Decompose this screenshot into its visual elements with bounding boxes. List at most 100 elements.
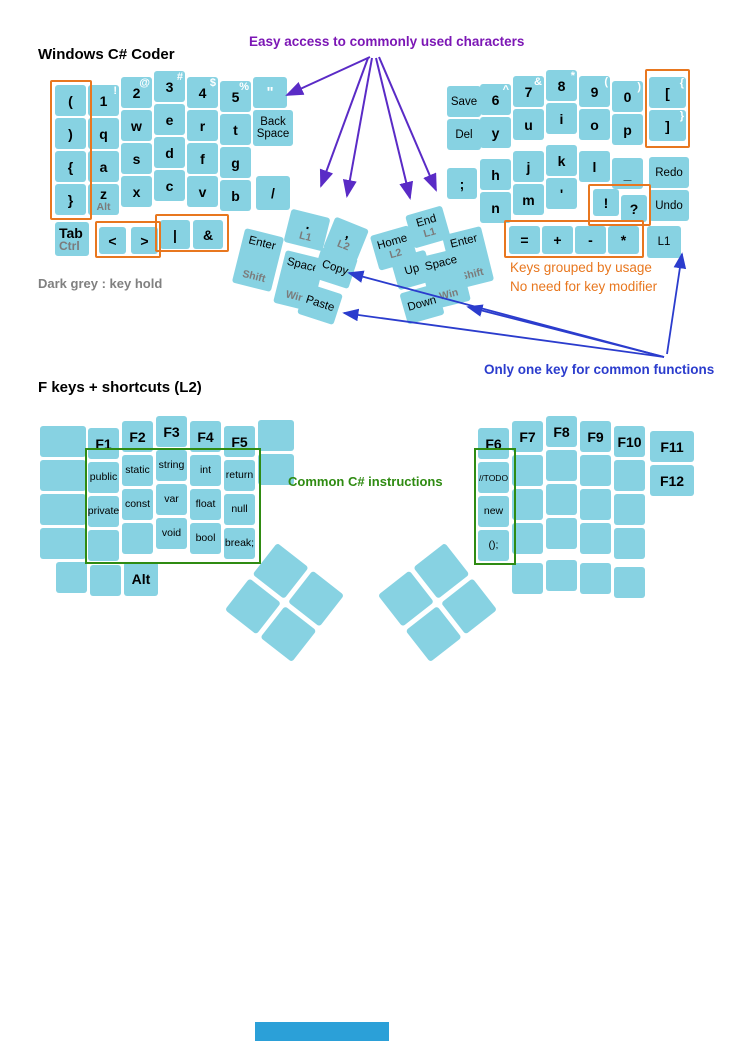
- key-o: o: [579, 109, 610, 140]
- key-del: Del: [447, 119, 481, 150]
- key-label: 0: [623, 88, 632, 105]
- highlight-box-brackets-left: [50, 80, 92, 220]
- key-slash: /: [256, 176, 290, 210]
- highlight-box-excl-quest: [588, 184, 651, 226]
- key-label: 8: [557, 77, 566, 94]
- key-exclamation: !: [593, 189, 619, 216]
- key-e: e: [154, 104, 185, 135]
- blank-key: [512, 455, 543, 486]
- next-figure-fragment: [255, 1022, 389, 1041]
- blank-key: [258, 454, 294, 485]
- highlight-box-csharp-left: [85, 448, 261, 564]
- key-m: m: [513, 184, 544, 215]
- arrow-to-down-key: [466, 304, 665, 358]
- key-label: 4: [198, 84, 207, 101]
- key-paste: Paste: [296, 282, 344, 326]
- key-f4: F4: [190, 421, 221, 452]
- highlight-box-angle-brackets: [95, 221, 161, 258]
- blank-key: [546, 484, 577, 515]
- dark-grey-note: Dark grey : key hold: [38, 276, 163, 291]
- blank-key: [512, 523, 543, 554]
- key-hold-label: L1: [297, 229, 313, 245]
- key-var: var: [156, 484, 187, 515]
- key-l: l: [579, 151, 610, 182]
- key-down: Down: [399, 283, 445, 325]
- key-redo: Redo: [649, 157, 689, 188]
- key-hold-label: Ctrl: [59, 239, 80, 253]
- key-g: g: [220, 147, 251, 178]
- key-return: return: [224, 460, 255, 491]
- key-pipe: |: [160, 220, 190, 249]
- key-7: 7&: [513, 76, 544, 107]
- key-alt: Alt: [124, 562, 158, 596]
- key-lbrace: {: [55, 151, 86, 182]
- key-u: u: [513, 109, 544, 140]
- blank-key: [40, 494, 86, 525]
- highlight-box-brackets-right: [645, 69, 690, 148]
- key-4: 4$: [187, 77, 218, 108]
- key-rbracket: ]}: [649, 110, 686, 141]
- key-shift-label: (: [604, 76, 608, 88]
- key-x: x: [121, 176, 152, 207]
- key-h: h: [480, 159, 511, 190]
- key-w: w: [121, 110, 152, 141]
- key-hold-label: Win: [438, 286, 460, 303]
- key-private: private: [88, 496, 119, 527]
- key-label: .: [304, 215, 313, 233]
- key-int: int: [190, 455, 221, 486]
- highlight-box-math-row: [504, 220, 644, 258]
- key-shift-label: $: [209, 77, 216, 89]
- blank-key: [512, 489, 543, 520]
- key-shift-label: }: [679, 110, 684, 122]
- key-9: 9(: [579, 76, 610, 107]
- key-f10: F10: [614, 426, 645, 457]
- arrow-to-quote-key: [285, 56, 371, 96]
- easy-access-note: Easy access to commonly used characters: [249, 34, 525, 49]
- key-label: Enter: [247, 234, 277, 253]
- key-doublequote: ": [253, 77, 287, 108]
- blank-key: [512, 563, 543, 594]
- key-undo: Undo: [649, 190, 689, 221]
- key-f12: F12: [650, 465, 694, 496]
- key-t: t: [220, 114, 251, 145]
- key-ampersand: &: [193, 220, 223, 249]
- key-shift-label: ^: [502, 84, 509, 96]
- key-asterisk: *: [608, 226, 639, 254]
- blank-key: [56, 562, 87, 593]
- key-label: 1: [99, 92, 108, 109]
- key-shift-label: &: [534, 76, 542, 88]
- key-shift-label: !: [113, 85, 117, 97]
- blank-key: [614, 494, 645, 525]
- key-label: 9: [590, 83, 599, 100]
- key-semicolon: ;: [447, 168, 477, 199]
- key-label: 6: [491, 91, 500, 108]
- arrow-to-right-thumb: [378, 56, 437, 192]
- arrow-to-end-key: [375, 57, 414, 200]
- blank-key: [546, 518, 577, 549]
- key-underscore: _: [612, 158, 643, 189]
- key-1: 1!: [88, 85, 119, 116]
- grouped-note-line1: Keys grouped by usage: [510, 260, 652, 275]
- arrow-to-layer-key: [666, 252, 687, 355]
- key-minus: -: [575, 226, 606, 254]
- arrow-to-period-key: [319, 57, 369, 188]
- blank-key: [580, 455, 611, 486]
- key-break: break;: [224, 528, 255, 559]
- purple-arrow-group: [285, 56, 437, 200]
- key-d: d: [154, 137, 185, 168]
- key-i: i: [546, 103, 577, 134]
- key-shift-label: #: [176, 71, 183, 83]
- key-equals: =: [509, 226, 540, 254]
- key-const: const: [122, 489, 153, 520]
- key-b: b: [220, 180, 251, 211]
- key-f11: F11: [650, 431, 694, 462]
- key-rparen: ): [55, 118, 86, 149]
- key-hold-label: Shift: [241, 267, 267, 286]
- key-label: ,: [343, 225, 354, 242]
- key-static: static: [122, 455, 153, 486]
- top-layout-title: Windows C# Coder: [38, 46, 175, 63]
- key-f: f: [187, 143, 218, 174]
- key-p: p: [612, 114, 643, 145]
- key-r: r: [187, 110, 218, 141]
